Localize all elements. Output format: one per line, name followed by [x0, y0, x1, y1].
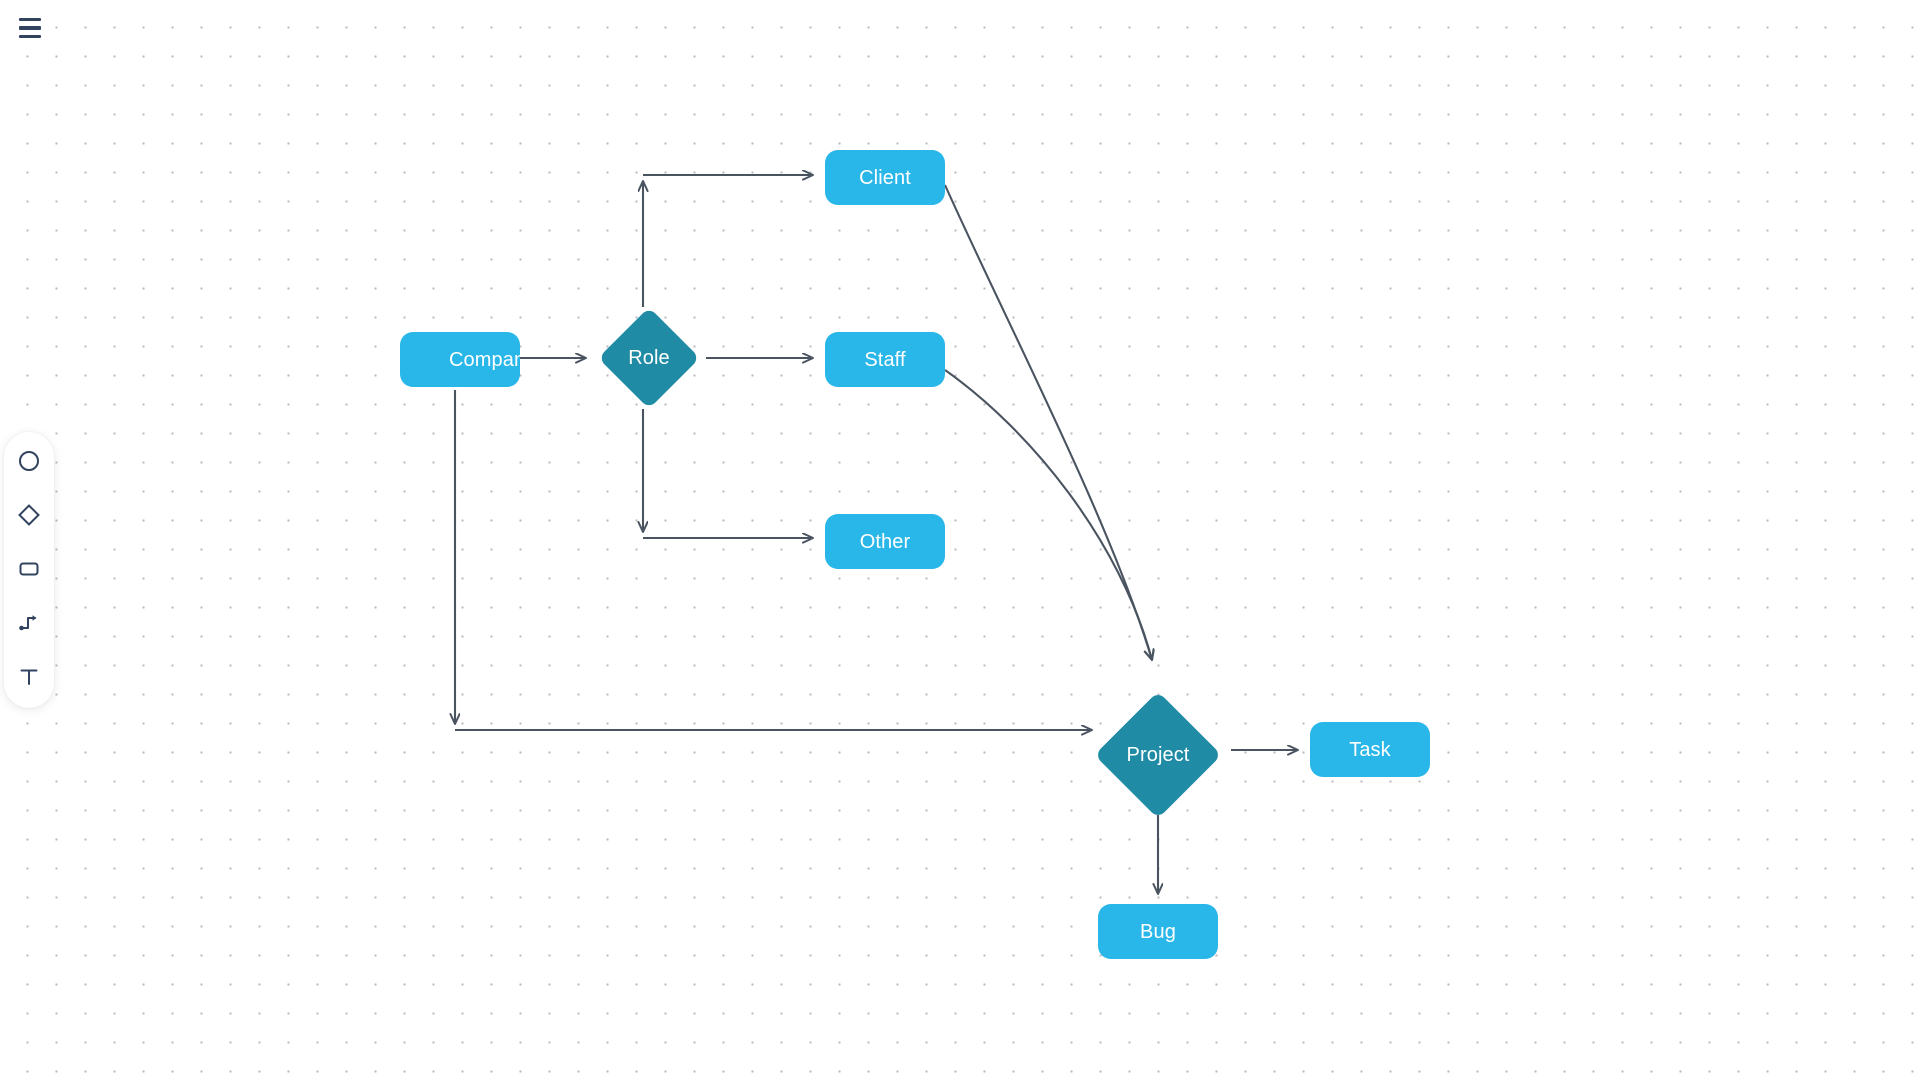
- node-task-label: Task: [1349, 738, 1391, 761]
- text-tool-button[interactable]: [12, 660, 46, 694]
- node-project[interactable]: Project: [1094, 691, 1222, 819]
- node-staff[interactable]: Staff: [825, 332, 945, 387]
- node-company-label: Company: [449, 348, 520, 371]
- circle-icon: [18, 450, 40, 472]
- edge-client-project[interactable]: [944, 184, 1152, 660]
- text-icon: [18, 666, 40, 688]
- rectangle-icon: [18, 558, 40, 580]
- node-company[interactable]: Company: [400, 332, 520, 387]
- node-role[interactable]: Role: [598, 307, 700, 409]
- hamburger-icon-bar-2: [19, 26, 41, 30]
- rectangle-tool-button[interactable]: [12, 552, 46, 586]
- connector-icon: [18, 612, 40, 634]
- node-task[interactable]: Task: [1310, 722, 1430, 777]
- edge-staff-project[interactable]: [944, 369, 1152, 660]
- hamburger-menu-button[interactable]: [12, 10, 48, 46]
- node-client[interactable]: Client: [825, 150, 945, 205]
- diamond-icon: [18, 504, 40, 526]
- node-client-label: Client: [859, 166, 911, 189]
- node-role-label: Role: [628, 347, 670, 369]
- node-bug[interactable]: Bug: [1098, 904, 1218, 959]
- ellipse-tool-button[interactable]: [12, 444, 46, 478]
- node-other[interactable]: Other: [825, 514, 945, 569]
- node-bug-label: Bug: [1140, 920, 1176, 943]
- diamond-tool-button[interactable]: [12, 498, 46, 532]
- node-staff-label: Staff: [864, 348, 906, 371]
- tool-palette: [4, 432, 54, 708]
- node-other-label: Other: [859, 530, 911, 553]
- node-project-label: Project: [1126, 744, 1190, 766]
- hamburger-icon-bar-3: [19, 34, 41, 38]
- connector-tool-button[interactable]: [12, 606, 46, 640]
- hamburger-icon-bar-1: [19, 18, 41, 22]
